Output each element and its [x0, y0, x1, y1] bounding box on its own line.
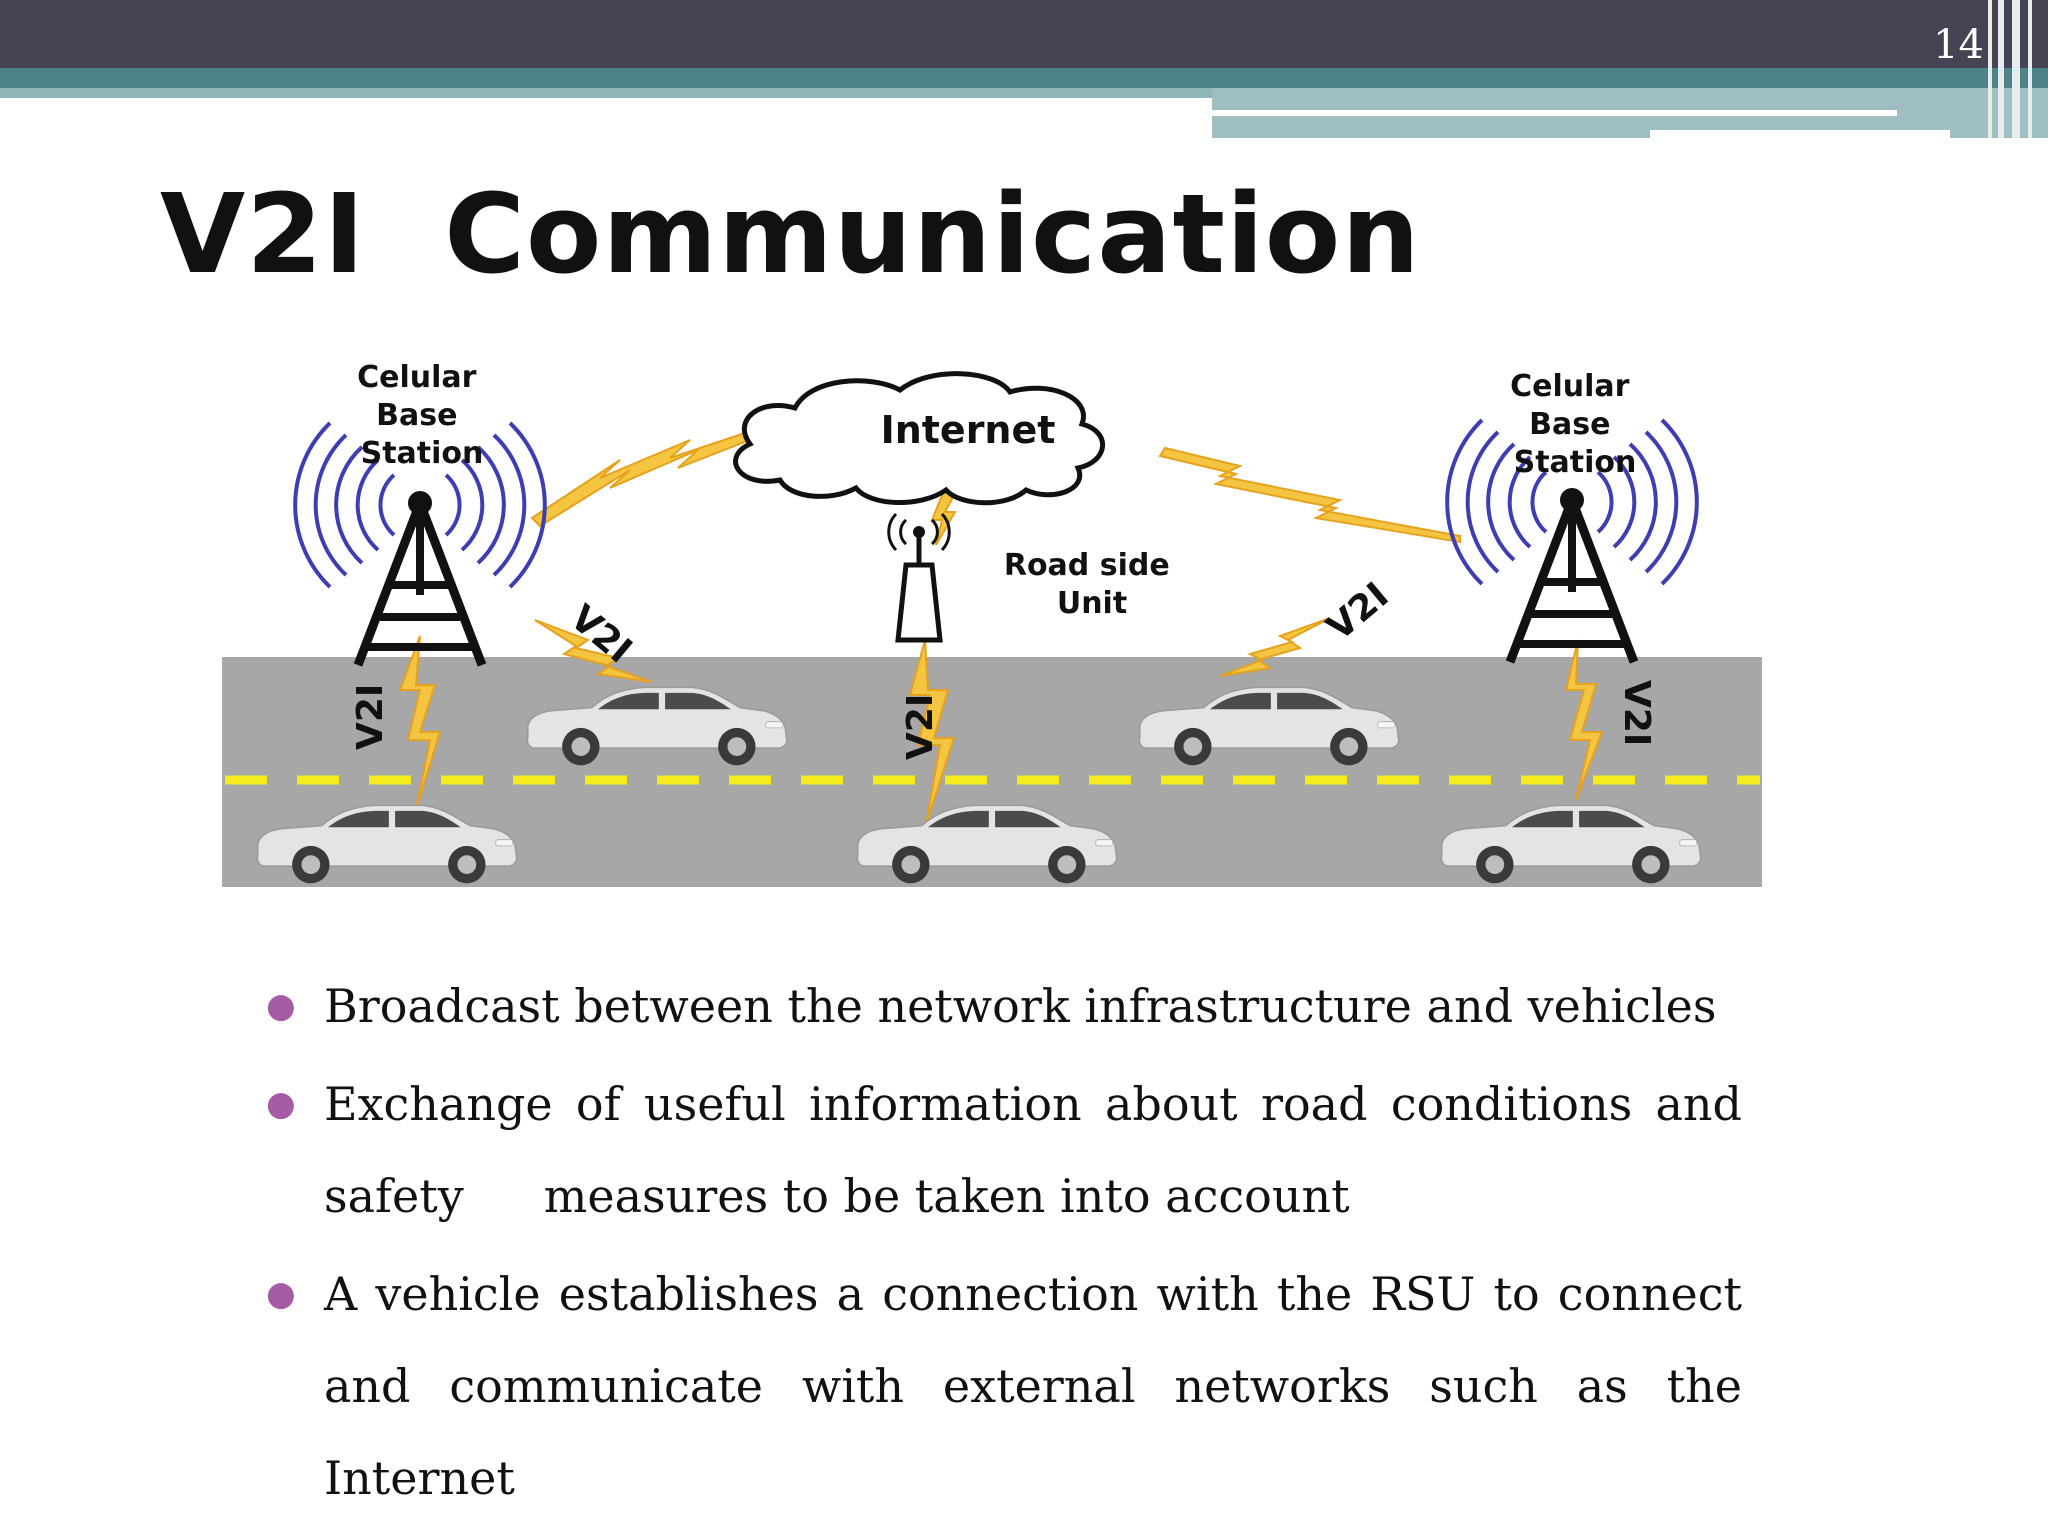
bullet-text-continued: measures to be taken into account	[543, 1169, 1350, 1223]
left-station-label: Celular Base Station	[357, 360, 487, 471]
v2i-label: V2I	[1616, 680, 1657, 746]
right-station-label: Celular Base Station	[1510, 369, 1640, 480]
slide-number: 14	[1933, 22, 1984, 68]
bullet-item: ● Broadcast between the network infrastr…	[262, 960, 1742, 1052]
v2i-label: V2I	[900, 694, 941, 760]
header-band-light	[0, 88, 1212, 98]
header-bar	[0, 0, 2048, 68]
header-band-teal	[0, 68, 2048, 88]
header-stripe	[2012, 0, 2020, 138]
bullet-text: Exchange of useful information about roa…	[324, 1077, 1742, 1223]
bullet-dot-icon: ●	[266, 986, 296, 1026]
slide-title: V2I Communication	[160, 170, 1421, 298]
bullet-text: A vehicle establishes a connection with …	[324, 1267, 1742, 1505]
header-stripe	[1998, 0, 2004, 138]
bullet-list: ● Broadcast between the network infrastr…	[262, 960, 1742, 1524]
road-side-unit-icon	[887, 512, 951, 643]
bullet-dot-icon: ●	[266, 1084, 296, 1124]
v2i-label: V2I	[1319, 575, 1396, 649]
bullet-text: Broadcast between the network infrastruc…	[324, 979, 1717, 1033]
v2i-label: V2I	[350, 684, 391, 750]
header-stripe	[2028, 0, 2032, 138]
bullet-item: ● A vehicle establishes a connection wit…	[262, 1248, 1742, 1524]
bullet-dot-icon: ●	[266, 1274, 296, 1314]
header-stripe	[1988, 0, 1992, 138]
rsu-label: Road side Unit	[1004, 548, 1180, 621]
cloud-label: Internet	[881, 408, 1056, 452]
header-rule	[1212, 110, 1897, 116]
header-rule-2	[1650, 130, 1950, 138]
internet-cloud	[733, 371, 1105, 506]
v2i-diagram: Internet Celular Base Station Celular Ba…	[222, 360, 1762, 887]
bullet-item: ● Exchange of useful information about r…	[262, 1058, 1742, 1242]
